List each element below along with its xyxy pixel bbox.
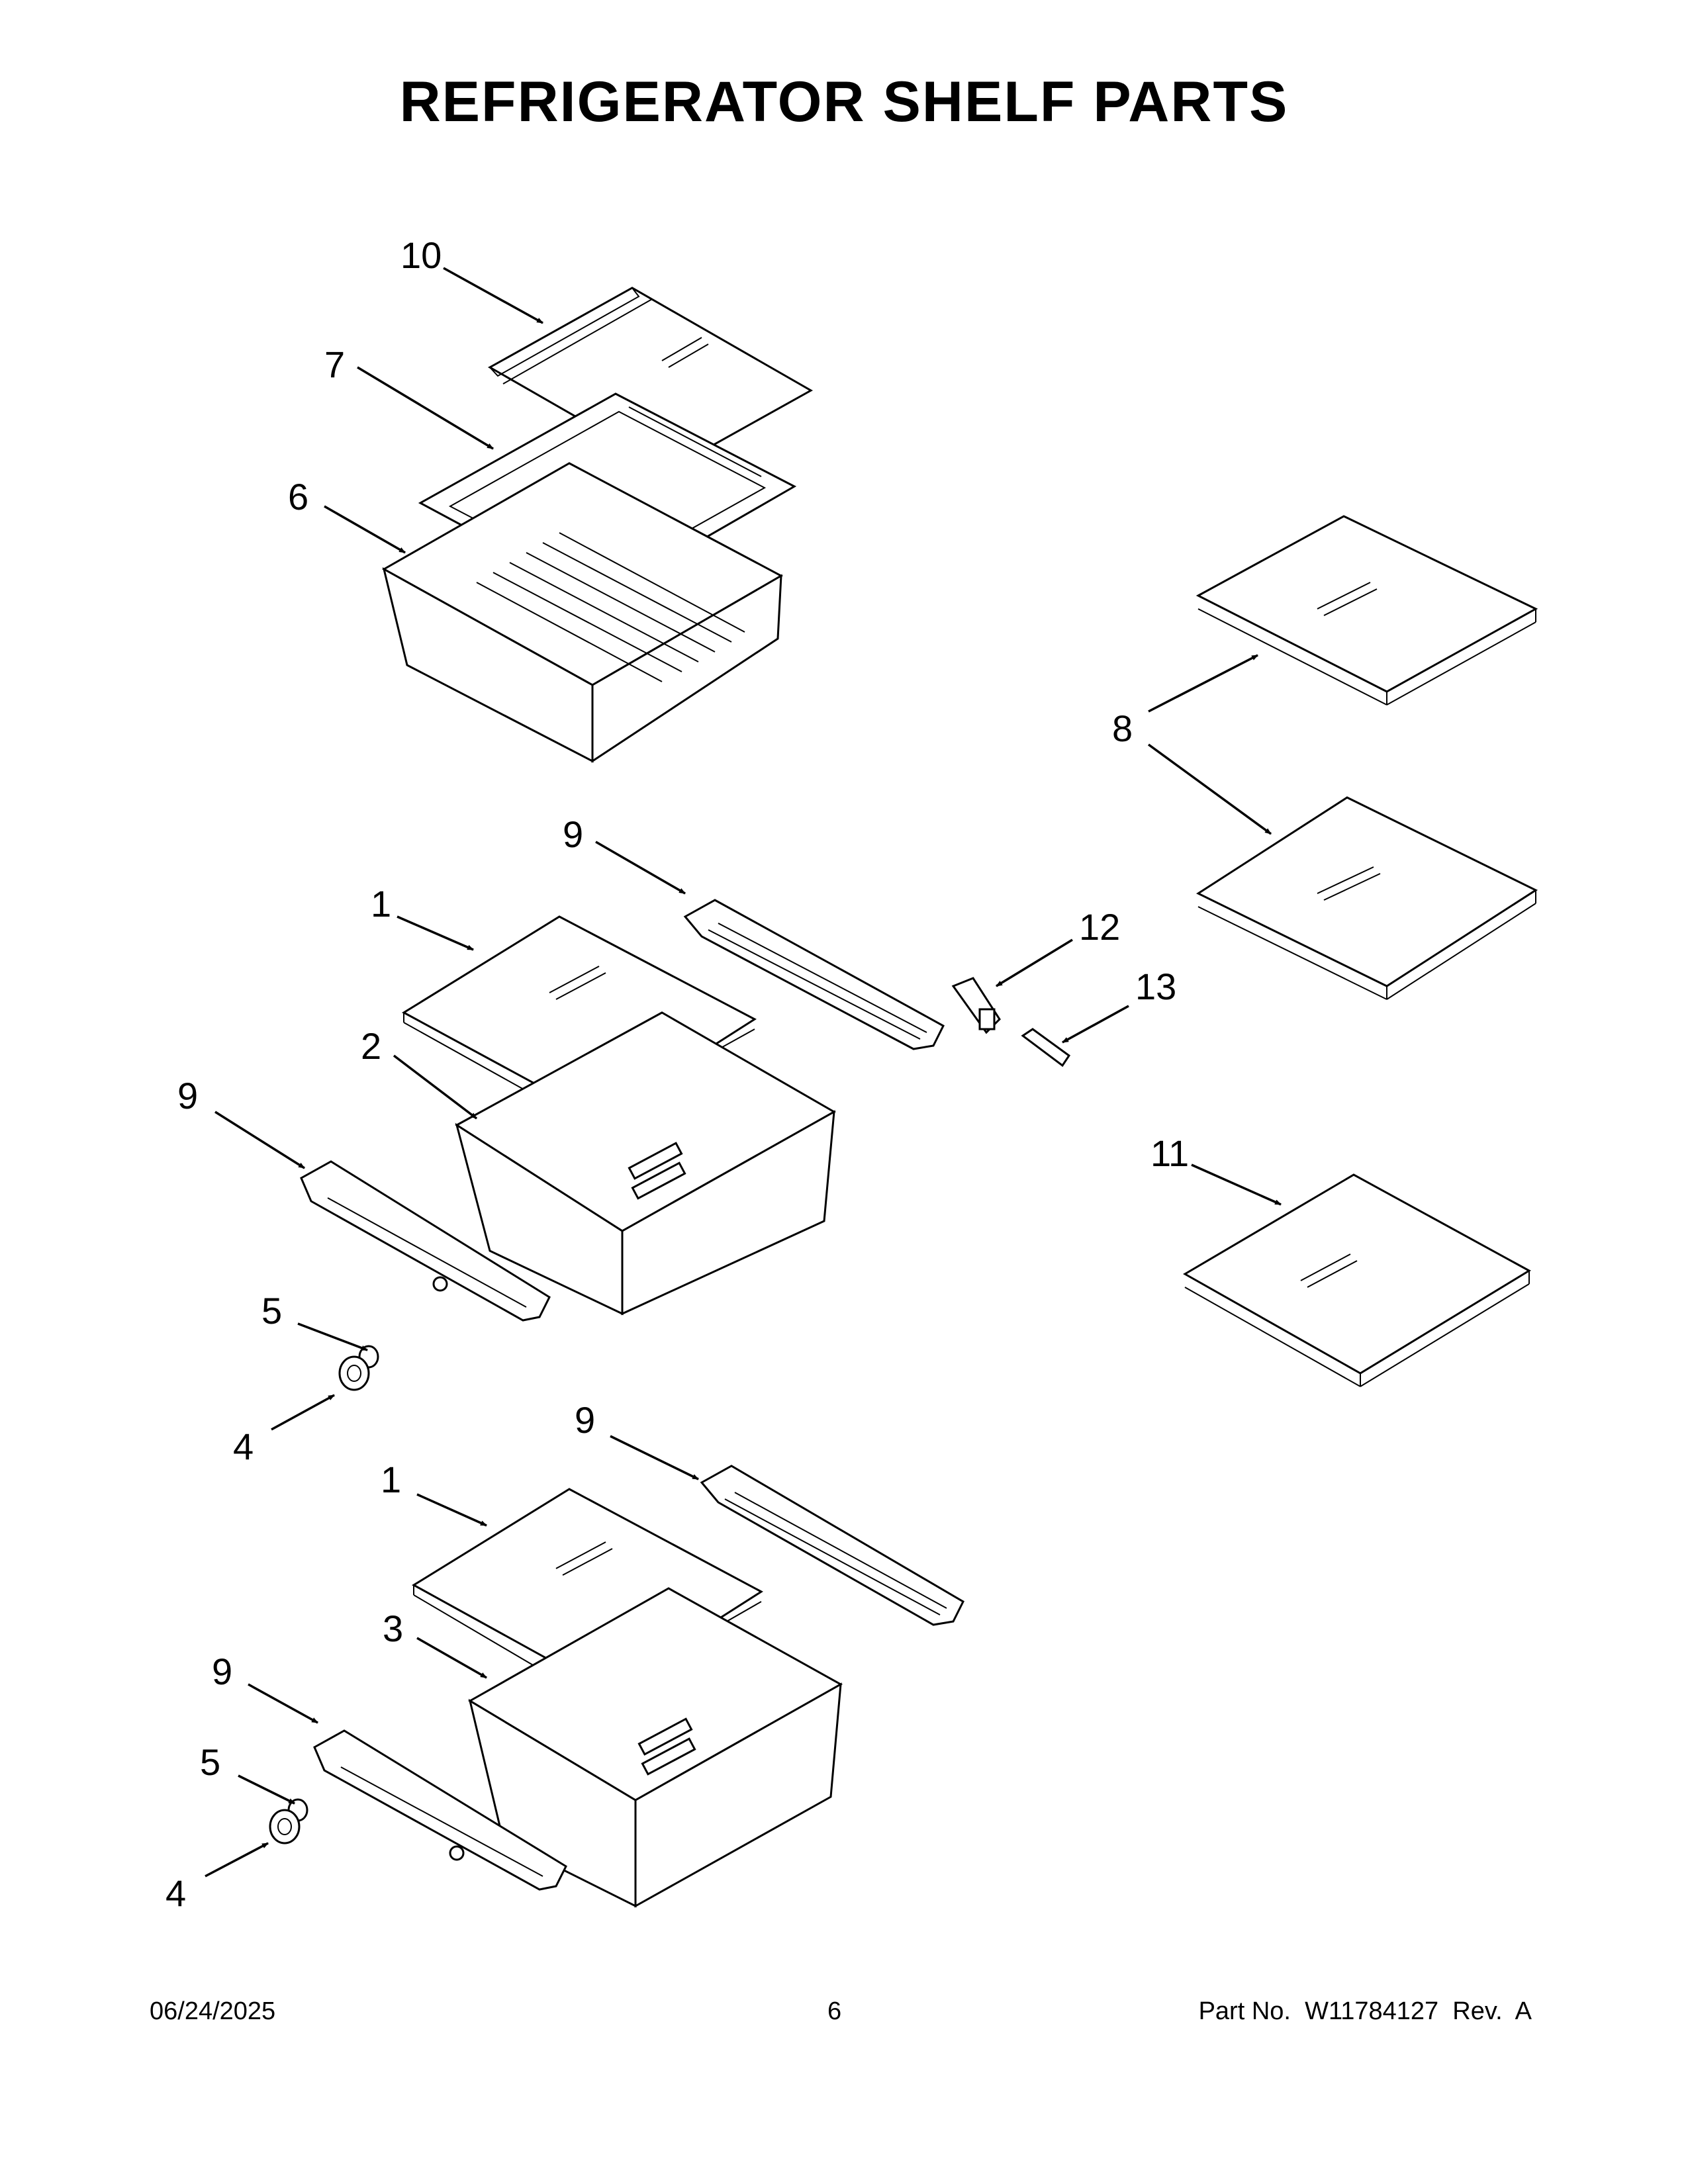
part-9-rail-left-middle: [300, 1160, 551, 1322]
callout-12: 12: [1079, 906, 1120, 948]
part-4-roller-lower: [269, 1809, 301, 1844]
footer-date: 06/24/2025: [150, 1997, 276, 2025]
callout-labels: 10 7 6 8 9 1 2 12 13 9 11 5 4 9 1 3 9 5 …: [165, 234, 1189, 1914]
part-6-drawer: [381, 462, 784, 763]
callout-13: 13: [1135, 966, 1176, 1007]
part-4-roller-middle: [338, 1355, 370, 1391]
part-9-rail-left-lower: [313, 1729, 567, 1891]
footer-part-number: Part No. W11784127 Rev. A: [1198, 1997, 1532, 2025]
callout-5-lower: 5: [200, 1741, 220, 1783]
callout-2: 2: [361, 1025, 381, 1067]
callout-7: 7: [324, 343, 345, 385]
callout-9-left-middle: 9: [177, 1075, 198, 1116]
callout-4-middle: 4: [233, 1426, 254, 1467]
page-title: REFRIGERATOR SHELF PARTS: [399, 70, 1289, 134]
callout-3: 3: [383, 1608, 403, 1649]
callout-8: 8: [1112, 707, 1133, 749]
callout-9-left-lower: 9: [212, 1651, 232, 1692]
callout-9-lower: 9: [575, 1399, 595, 1441]
footer-page-number: 6: [827, 1997, 842, 2025]
part-13-clip: [1021, 1028, 1071, 1068]
part-12-clip: [951, 977, 1001, 1034]
part-8-glass-shelf-lower: [1196, 796, 1538, 1000]
part-3-crisper-drawer: [468, 1587, 843, 1908]
leader-lines: [205, 267, 1282, 1878]
part-2-crisper-drawer: [455, 1011, 837, 1316]
part-8-glass-shelf-upper: [1196, 515, 1538, 705]
part-9-rail-upper: [683, 899, 945, 1050]
callout-9-upper: 9: [563, 813, 583, 855]
part-11-glass-shelf: [1182, 1173, 1532, 1387]
callout-10: 10: [400, 234, 442, 276]
callout-6: 6: [288, 476, 308, 518]
callout-1-lower: 1: [381, 1459, 401, 1500]
part-9-rail-lower: [700, 1465, 964, 1626]
callout-5-middle: 5: [261, 1290, 282, 1332]
callout-11: 11: [1150, 1132, 1189, 1174]
callout-1-middle: 1: [371, 883, 391, 925]
callout-4-lower: 4: [165, 1872, 186, 1914]
